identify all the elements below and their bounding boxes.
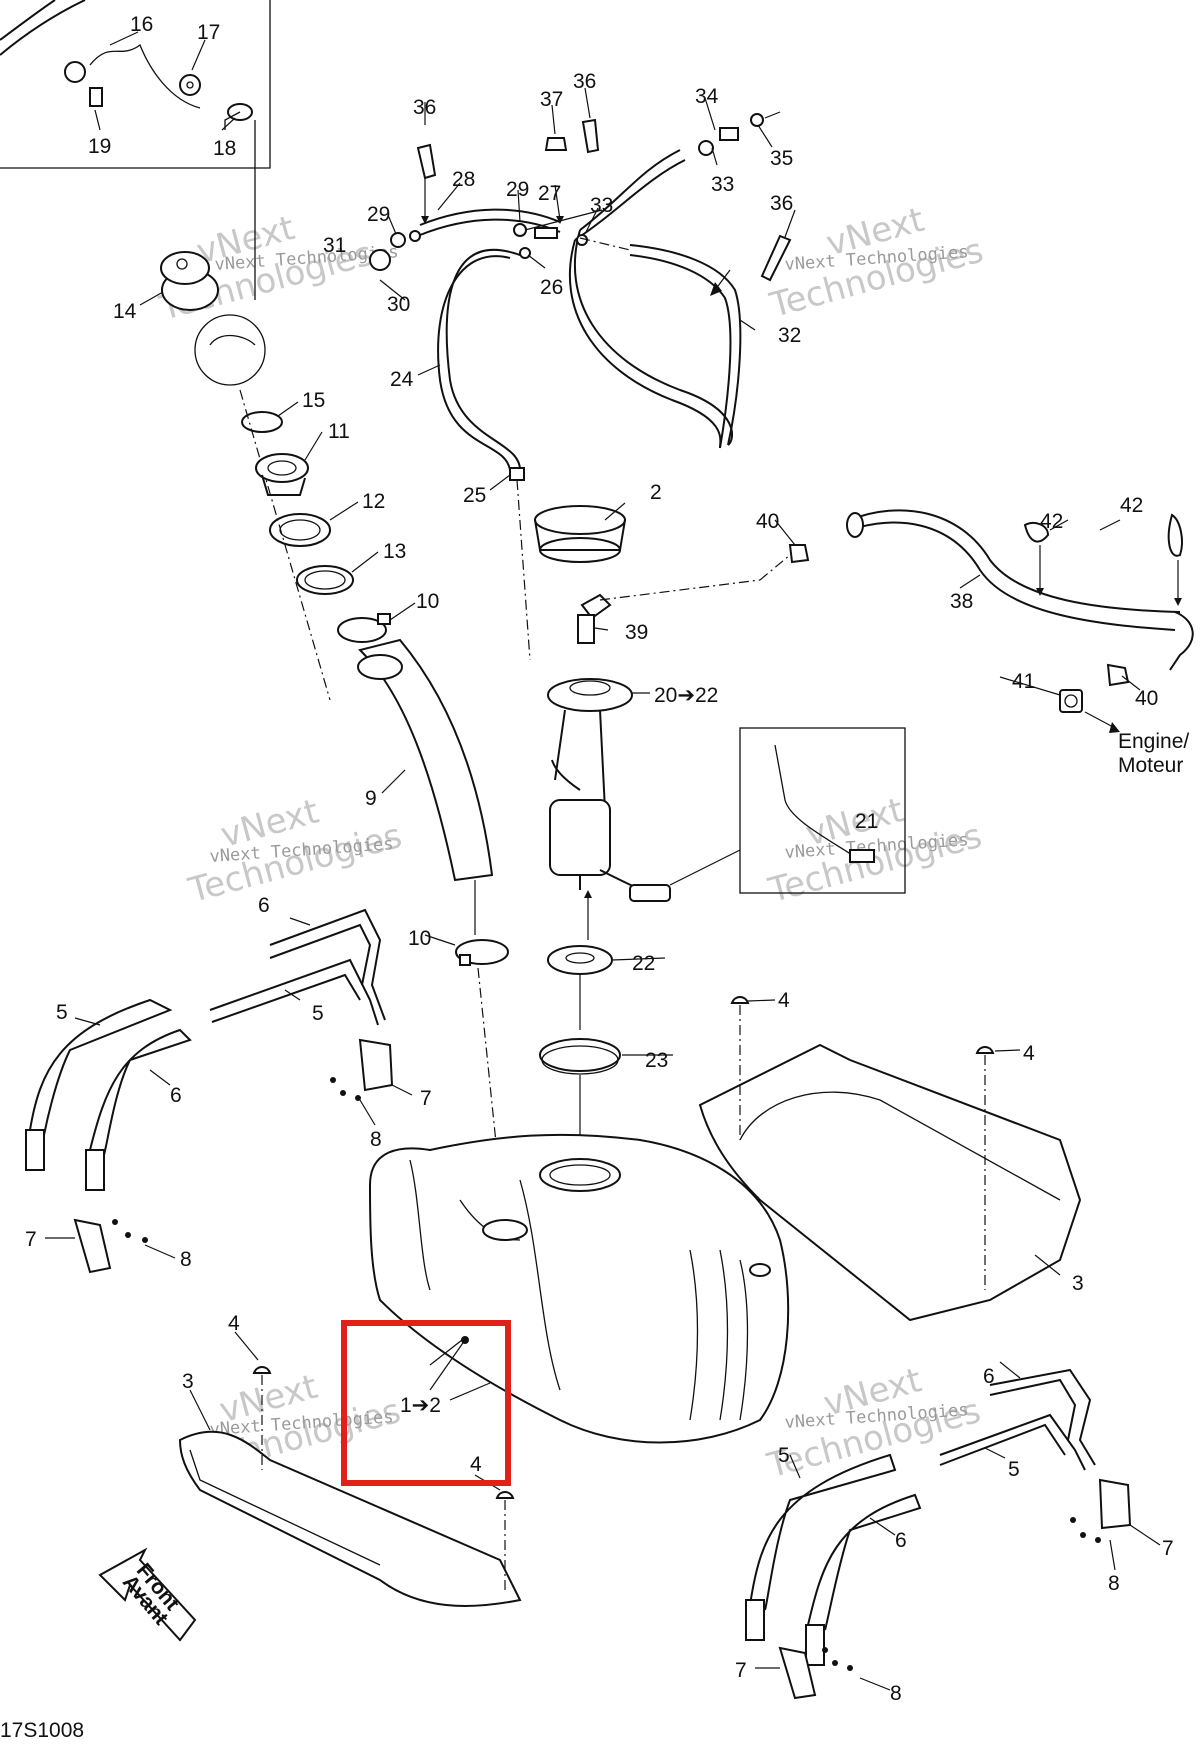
leader-line: [429, 1339, 466, 1391]
fuel-tank: [368, 1133, 790, 1444]
callout-6: 6: [258, 894, 270, 917]
callout-5: 5: [1008, 1458, 1020, 1481]
callout-20-22: 20➔22: [654, 684, 718, 707]
callout-10: 10: [408, 927, 431, 950]
callout-13: 13: [383, 540, 406, 563]
callout-14: 14: [113, 300, 137, 323]
engine-label: Engine/: [1118, 730, 1189, 753]
callout-32: 32: [778, 324, 801, 347]
callout-6: 6: [983, 1365, 995, 1388]
callout-4: 4: [1023, 1042, 1035, 1065]
callout-11: 11: [328, 420, 350, 443]
callout-9: 9: [365, 787, 377, 810]
callout-33: 33: [590, 194, 613, 217]
callout-40: 40: [756, 510, 779, 533]
callout-8: 8: [1108, 1572, 1120, 1595]
callout-5: 5: [312, 1002, 324, 1025]
skid-plates: [178, 996, 1082, 1607]
callout-25: 25: [463, 484, 486, 507]
callout-39: 39: [625, 621, 648, 644]
diagram-code: 17S1008: [0, 1719, 84, 1742]
callout-34: 34: [695, 85, 719, 108]
callout-29: 29: [506, 178, 529, 201]
callout-8: 8: [180, 1248, 192, 1271]
callout-33: 33: [711, 173, 734, 196]
callout-12: 12: [362, 490, 385, 513]
callout-36: 36: [770, 192, 793, 215]
callout-5: 5: [778, 1444, 790, 1467]
callout-2: 2: [650, 481, 662, 504]
callout-38: 38: [950, 590, 973, 613]
vent-hoses: [369, 111, 792, 661]
callout-36: 36: [413, 96, 436, 119]
callout-42: 42: [1040, 510, 1063, 533]
engine-fuel-line: [788, 509, 1194, 733]
callout-6: 6: [170, 1084, 182, 1107]
callout-24: 24: [390, 368, 414, 391]
callout-22: 22: [632, 952, 655, 975]
callout-29: 29: [367, 203, 390, 226]
moteur-label: Moteur: [1118, 754, 1183, 777]
callout-23: 23: [645, 1049, 668, 1072]
callout-17: 17: [197, 21, 220, 44]
callout-7: 7: [1162, 1537, 1174, 1560]
callout-28: 28: [452, 168, 475, 191]
callout-27: 27: [538, 182, 561, 205]
fuel-pump-assembly: [534, 505, 906, 1160]
callout-3: 3: [182, 1370, 194, 1393]
callout-37: 37: [540, 88, 563, 111]
callout-41: 41: [1012, 670, 1035, 693]
callout-4: 4: [778, 989, 790, 1012]
front-direction-arrow: Front Avant: [98, 1547, 197, 1642]
callout-8: 8: [370, 1128, 382, 1151]
callout-30: 30: [387, 293, 410, 316]
callout-18: 18: [213, 137, 236, 160]
callout-7: 7: [735, 1659, 747, 1682]
callout-26: 26: [540, 276, 563, 299]
inset-detail-box: [0, 0, 271, 169]
callout-labels: 16 17 19 18 14 15 11 12 13 10 9 10 31 29…: [0, 13, 1189, 1742]
callout-5: 5: [56, 1001, 68, 1024]
filler-components: [160, 120, 509, 1231]
callout-4: 4: [228, 1312, 240, 1335]
callout-10: 10: [416, 590, 439, 613]
callout-6: 6: [895, 1529, 907, 1552]
callout-35: 35: [770, 147, 793, 170]
callout-8: 8: [890, 1682, 902, 1705]
callout-31: 31: [323, 234, 346, 257]
callout-15: 15: [302, 389, 325, 412]
highlight-box: [341, 1320, 511, 1486]
callout-16: 16: [130, 13, 153, 36]
callout-36: 36: [573, 70, 596, 93]
callout-7: 7: [25, 1228, 37, 1251]
straps-and-brackets: [25, 908, 1132, 1700]
callout-1-2: 1➔2: [400, 1394, 441, 1417]
callout-21: 21: [855, 810, 878, 833]
callout-3: 3: [1072, 1272, 1084, 1295]
callout-40: 40: [1135, 687, 1158, 710]
leader-lines: [45, 31, 1161, 1691]
callout-7: 7: [420, 1087, 432, 1110]
callout-4: 4: [470, 1453, 482, 1476]
callout-19: 19: [88, 135, 111, 158]
callout-42: 42: [1120, 494, 1143, 517]
